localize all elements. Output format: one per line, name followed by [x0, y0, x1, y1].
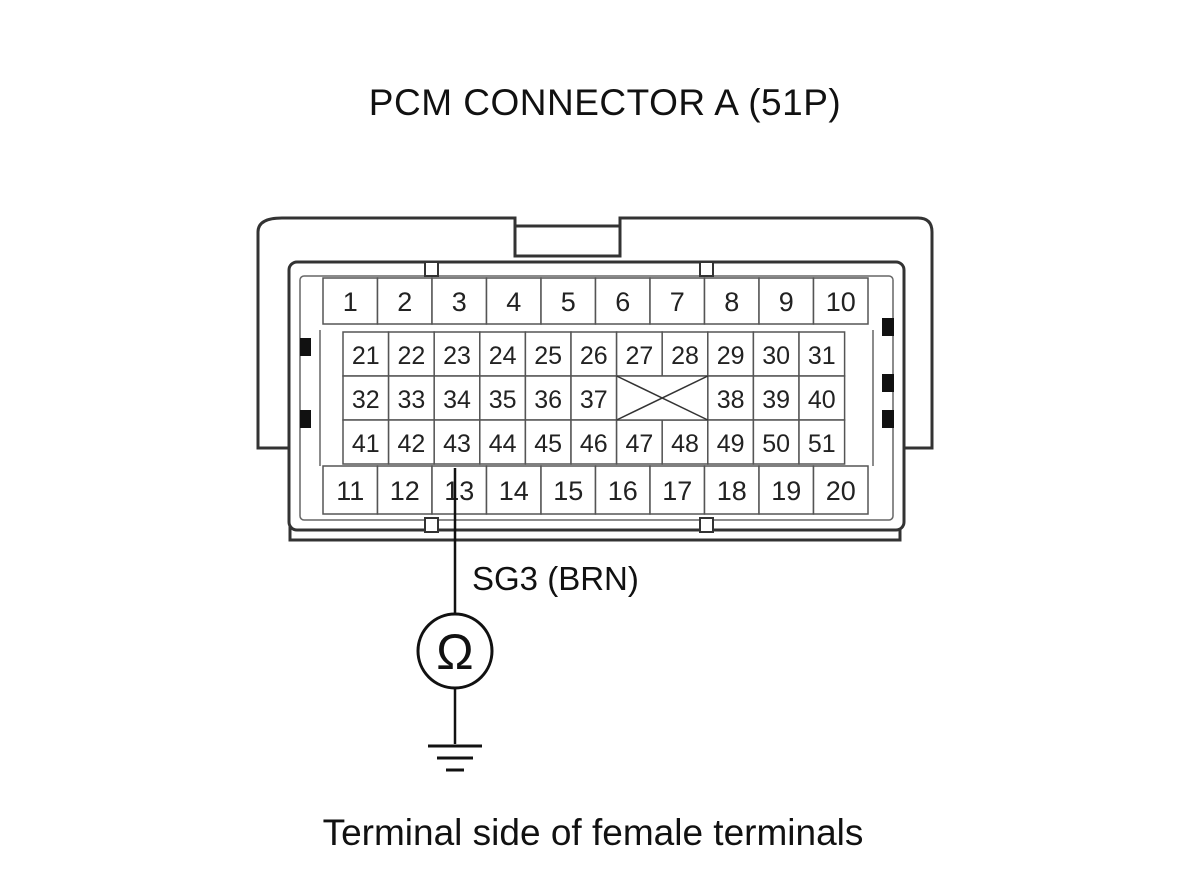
ground-icon [428, 744, 482, 772]
pin-label: 31 [808, 342, 836, 370]
pin-label: 24 [489, 342, 517, 370]
pin-cell [433, 419, 481, 465]
pin-label: 47 [625, 430, 653, 458]
pin-label: 45 [534, 430, 562, 458]
wire-label: SG3 (BRN) [472, 560, 639, 597]
pin-cell [376, 277, 433, 325]
empty-cavity-cross [616, 375, 709, 421]
pin-cell [752, 331, 800, 377]
pin-label: 19 [771, 476, 801, 506]
pin-label: 25 [534, 342, 562, 370]
pin-cell [431, 277, 488, 325]
pin-label: 28 [671, 342, 699, 370]
pin-cell [322, 465, 379, 515]
pin-cell [387, 419, 435, 465]
pin-label: 49 [717, 430, 745, 458]
pin-cell [485, 277, 542, 325]
diagram-caption: Terminal side of female terminals [322, 812, 864, 853]
pin-label: 50 [762, 430, 790, 458]
pin-cell [812, 465, 869, 515]
pin-label: 14 [499, 476, 529, 506]
connector-latch [513, 224, 622, 258]
pin-label: 10 [826, 287, 856, 317]
pin-label: 8 [724, 287, 739, 317]
pin-label: 46 [580, 430, 608, 458]
pin-label: 29 [717, 342, 745, 370]
diagram-title: PCM CONNECTOR A (51P) [368, 82, 842, 123]
pin-label: 41 [352, 430, 380, 458]
pin-cell [758, 465, 815, 515]
pin-label: 43 [443, 430, 471, 458]
pin-label: 37 [580, 386, 608, 414]
pin-label: 20 [826, 476, 856, 506]
pin-label: 2 [397, 287, 412, 317]
pin-cell [798, 419, 846, 465]
pin-cell [649, 465, 706, 515]
pin-cell [615, 419, 663, 465]
pin-cell [570, 331, 618, 377]
pin-cell [524, 419, 572, 465]
pin-label: 33 [397, 386, 425, 414]
pin-label: 48 [671, 430, 699, 458]
pin-cell [342, 375, 390, 421]
pin-label: 13 [444, 476, 474, 506]
pin-label: 44 [489, 430, 517, 458]
pin-cell [649, 277, 706, 325]
pin-label: 12 [390, 476, 420, 506]
pin-label: 32 [352, 386, 380, 414]
pin-label: 5 [561, 287, 576, 317]
pin-cell [812, 277, 869, 325]
pin-label: 34 [443, 386, 471, 414]
pin-label: 36 [534, 386, 562, 414]
pin-label: 27 [625, 342, 653, 370]
pin-cell [322, 277, 379, 325]
pin-label: 3 [452, 287, 467, 317]
pin-cell [540, 277, 597, 325]
pin-cell [758, 277, 815, 325]
pin-cell [431, 465, 488, 515]
pin-label: 51 [808, 430, 836, 458]
pin-label: 38 [717, 386, 745, 414]
pin-label: 26 [580, 342, 608, 370]
pin-label: 35 [489, 386, 517, 414]
pin-cell [661, 419, 709, 465]
pin-label: 4 [506, 287, 521, 317]
pin-label: 7 [670, 287, 685, 317]
pin-label: 22 [397, 342, 425, 370]
ohmmeter-symbol: Ω [436, 624, 473, 680]
pin-label: 30 [762, 342, 790, 370]
pin-cell [540, 465, 597, 515]
pin-label: 39 [762, 386, 790, 414]
pin-label: 17 [662, 476, 692, 506]
pin-cell [485, 465, 542, 515]
pin-cell [570, 375, 618, 421]
pin-cell [594, 277, 651, 325]
pin-label: 42 [397, 430, 425, 458]
pin-label: 16 [608, 476, 638, 506]
pin-cell [570, 419, 618, 465]
pin-cell [342, 419, 390, 465]
pin-label: 18 [717, 476, 747, 506]
pin-label: 40 [808, 386, 836, 414]
pin-label: 11 [336, 476, 364, 506]
pin-cell [524, 375, 572, 421]
pin-label: 23 [443, 342, 471, 370]
pin-label: 1 [343, 287, 358, 317]
pin-label: 9 [779, 287, 794, 317]
pin-label: 6 [615, 287, 630, 317]
pin-label: 15 [553, 476, 583, 506]
pin-label: 21 [352, 342, 380, 370]
pin-cell [615, 331, 663, 377]
